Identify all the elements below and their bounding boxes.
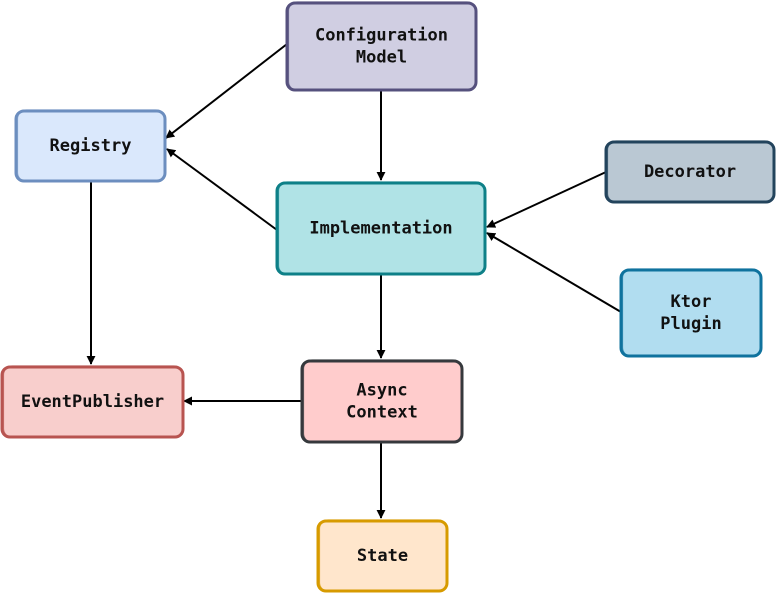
node-state[interactable]: State [316,519,449,593]
node-label: Async [356,381,407,401]
node-box-sketch [606,140,775,204]
node-label: Model [356,48,407,68]
node-box-sketch [302,359,463,444]
node-box-sketch [2,365,184,439]
node-box-sketch [277,181,486,276]
node-label: Ktor [671,292,712,312]
node-box-sketch [16,109,166,183]
node-label: State [357,546,408,566]
node-implementation[interactable]: Implementation [275,181,487,276]
node-registry[interactable]: Registry [14,109,167,183]
node-label: Implementation [309,219,452,239]
edges [86,43,622,519]
node-box [285,1,478,92]
node-label: EventPublisher [21,392,164,412]
node-label: Decorator [644,162,736,182]
node-label: Registry [50,136,132,156]
node-box [619,268,763,358]
edge-ktor-plugin-to-implementation [486,232,622,313]
node-label: Configuration [315,26,448,46]
node-box-sketch [621,268,762,358]
edge-configuration-model-to-registry [165,43,288,139]
node-event-publisher[interactable]: EventPublisher [0,365,185,439]
node-box-sketch [287,1,477,92]
node-decorator[interactable]: Decorator [604,140,776,204]
edge-implementation-to-registry [166,148,278,231]
node-label: Context [346,403,418,423]
node-box-sketch [318,519,448,593]
node-box [300,359,464,444]
edge-decorator-to-implementation [486,171,607,228]
node-label: Plugin [660,314,721,334]
